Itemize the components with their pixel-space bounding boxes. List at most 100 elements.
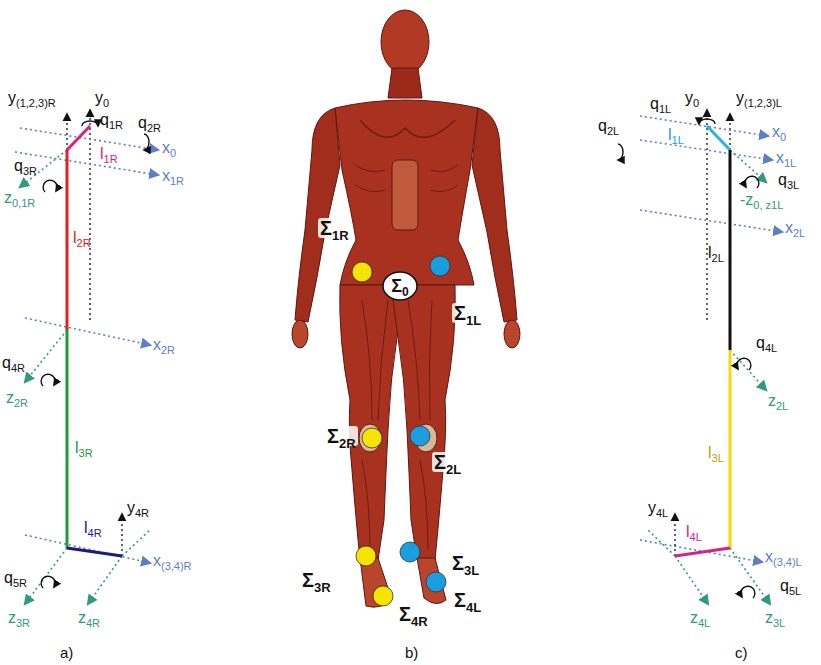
ellipse-shape — [383, 272, 417, 300]
joint-marker — [426, 572, 446, 592]
subscript: (1,2,3)L — [744, 97, 782, 109]
symbol: Σ — [399, 603, 411, 625]
symbol: x — [765, 548, 773, 565]
joint-marker — [356, 546, 376, 566]
frame-label: Σ4R — [397, 604, 430, 624]
symbol: x — [785, 219, 793, 236]
symbol: q — [650, 95, 659, 112]
symbol: z — [78, 609, 86, 626]
axis-label: z2L — [768, 393, 788, 409]
subscript: 0, z1L — [753, 199, 783, 211]
subscript: 2L — [793, 227, 805, 239]
arm — [472, 108, 517, 322]
link-label: l4R — [84, 520, 102, 536]
axis-label: y(1,2,3)L — [736, 90, 782, 106]
symbol: Σ — [452, 552, 464, 574]
subscript: 1R — [109, 119, 123, 131]
link-segment — [66, 150, 69, 330]
link-segment — [67, 126, 90, 150]
symbol: q — [100, 111, 109, 128]
joint-variable: q2L — [598, 118, 619, 134]
rotation-arc — [699, 119, 715, 124]
rotation-symbol — [699, 119, 715, 124]
z-axis — [730, 548, 770, 604]
frame-label: Σ1R — [318, 218, 351, 238]
symbol: l — [75, 439, 79, 456]
subscript: (3,4)L — [773, 556, 802, 568]
symbol: Σ — [327, 425, 339, 447]
subscript: 0 — [170, 147, 176, 159]
symbol: z — [8, 609, 16, 626]
symbol: z — [690, 609, 698, 626]
joint-variable: q4L — [756, 335, 777, 351]
symbol: x — [153, 336, 161, 353]
link-segment — [66, 330, 69, 548]
rotation-arc — [737, 358, 751, 370]
subscript: 0,1R — [12, 197, 35, 209]
subscript: 2R — [161, 344, 175, 356]
symbol: z — [4, 189, 12, 206]
symbol: l — [84, 519, 88, 536]
right-leg-chain — [15, 110, 158, 604]
x-axis — [640, 540, 762, 562]
joint-variable: q4R — [2, 355, 25, 371]
symbol: x — [162, 167, 170, 184]
x-axis — [640, 140, 772, 160]
symbol: y — [685, 89, 693, 106]
rotation-arc — [745, 176, 759, 188]
hand — [292, 320, 308, 348]
symbol: z — [6, 389, 14, 406]
symbol: x — [153, 552, 161, 569]
shin-muscle-lines — [362, 460, 428, 550]
subscript: 3R — [23, 165, 37, 177]
symbol: x — [162, 139, 170, 156]
joint-variable: q3L — [778, 172, 799, 188]
z-axis — [675, 556, 708, 604]
subscript: 2L — [607, 125, 619, 137]
joint-marker — [410, 426, 430, 446]
rotation-symbol — [41, 374, 55, 386]
symbol: -z — [740, 191, 753, 208]
z-axis — [730, 350, 766, 390]
joint-markers — [352, 256, 450, 606]
x-axis — [20, 128, 158, 150]
symbol: y — [648, 499, 656, 516]
frame-label: Σ2R — [325, 426, 358, 446]
symbol: y — [736, 89, 744, 106]
symbol: Σ — [320, 217, 332, 239]
x-axis — [640, 210, 782, 232]
rotation-arc — [43, 180, 57, 192]
frame-label: Σ1L — [452, 303, 483, 323]
symbol: q — [778, 171, 787, 188]
joint-marker — [400, 542, 420, 562]
symbol: l — [100, 145, 104, 162]
origin-ellipse: Σ0 — [382, 271, 418, 301]
panel-letter: b) — [405, 645, 418, 660]
symbol: y — [8, 89, 16, 106]
joint-marker — [362, 428, 382, 448]
frame-label: Σ2L — [432, 452, 463, 472]
link-segment — [729, 150, 732, 350]
link-segment — [67, 548, 122, 556]
axis-label: y4L — [648, 500, 668, 516]
subscript: 0 — [780, 131, 786, 143]
x-axis — [25, 535, 150, 563]
subscript: 3L — [773, 617, 785, 629]
arm — [295, 108, 340, 322]
joint-variable: q5L — [780, 578, 801, 594]
axis-label: z3L — [765, 610, 785, 626]
thigh-muscle-lines — [362, 300, 432, 420]
subscript: 2R — [14, 397, 28, 409]
joint-marker — [373, 586, 393, 606]
symbol: x — [776, 149, 784, 166]
symbol: x — [772, 123, 780, 140]
link-segment — [729, 350, 732, 548]
left-leg-chain — [618, 110, 782, 604]
subscript: 1R — [104, 153, 118, 165]
subscript: 2L — [712, 252, 724, 264]
z-axis — [88, 556, 122, 604]
rotation-symbol — [745, 176, 759, 188]
rotation-arc — [41, 576, 55, 588]
axis-label: x1L — [776, 150, 796, 166]
